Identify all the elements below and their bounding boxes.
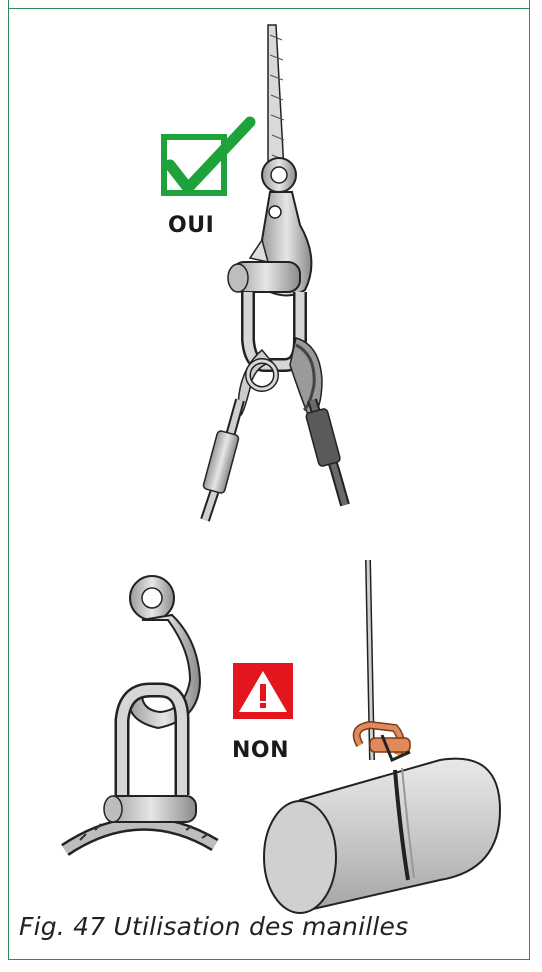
label-no: NON bbox=[232, 738, 289, 763]
figure-caption: Fig. 47 Utilisation des manilles bbox=[19, 912, 408, 941]
drum-lift-drawing bbox=[264, 560, 500, 913]
incorrect-shackle-drawing bbox=[65, 576, 215, 850]
label-yes: OUI bbox=[168, 213, 214, 238]
correct-rigging-drawing bbox=[203, 25, 345, 520]
check-mark-icon bbox=[164, 122, 250, 193]
warning-icon bbox=[233, 663, 293, 719]
